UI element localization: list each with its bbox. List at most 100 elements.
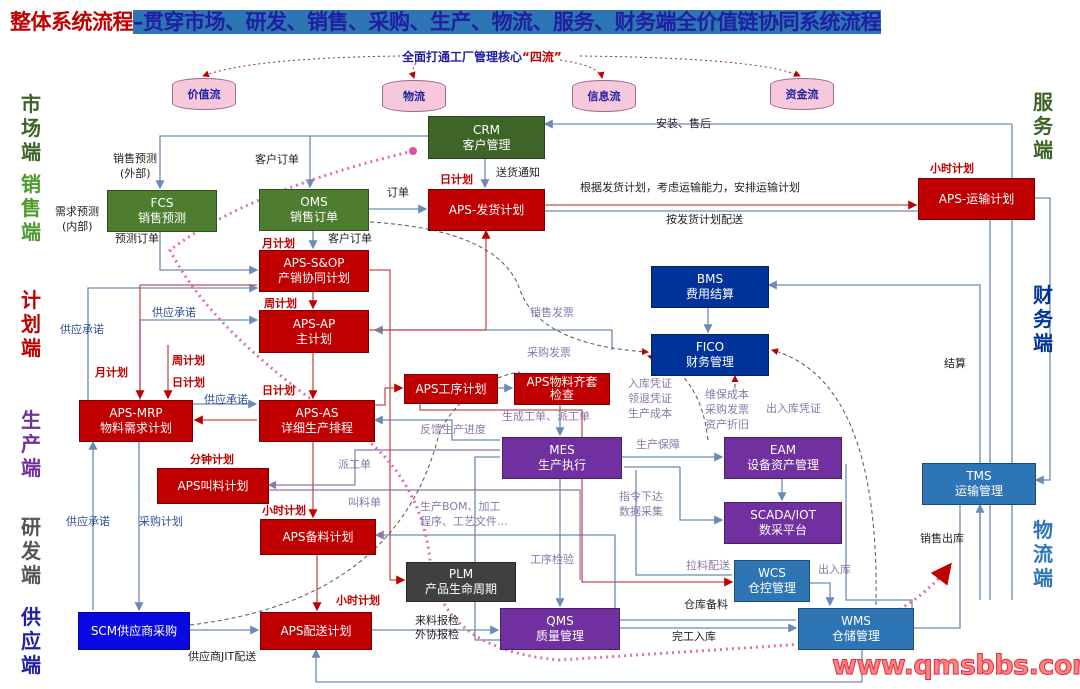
plan-cadence-label: 月计划: [262, 237, 295, 250]
box-scm[interactable]: SCM供应商采购: [78, 612, 190, 650]
edge-label: 出入库凭证: [766, 402, 821, 415]
purple-connectors: [267, 449, 581, 580]
edge-label: 派工单: [338, 458, 371, 471]
edge-label: 生产成本: [628, 407, 672, 420]
box-desc: 物料需求计划: [99, 421, 172, 435]
box-code: EAM: [769, 443, 797, 457]
box-desc: 生产执行: [537, 458, 586, 472]
box-code: PLM: [448, 567, 474, 581]
plan-cadence-label: 周计划: [264, 297, 297, 310]
edge-label: 采购发票: [527, 346, 571, 359]
title-highlight: 整体系统流程: [10, 10, 134, 34]
edge-label: 叫料单: [348, 496, 381, 509]
box-code: APS-发货计划: [448, 202, 525, 217]
edge-label: 预测订单: [115, 232, 159, 245]
side-finance: 财务端: [1033, 283, 1053, 355]
plan-cadence-label: 月计划: [95, 366, 128, 379]
box-code: APS工序计划: [415, 381, 487, 396]
box-aps-kit-check[interactable]: APS物料齐套检查: [514, 373, 610, 405]
box-code: APS配送计划: [280, 623, 352, 638]
box-aps-shipping[interactable]: APS-发货计划: [428, 189, 545, 231]
four-flows-arcs: [202, 55, 801, 79]
box-code: APS-运输计划: [938, 191, 1015, 206]
edge-label: (外部): [120, 167, 151, 180]
watermark: www.qmsbbs.com: [832, 650, 1080, 682]
edge-label: 销售预测: [113, 152, 157, 165]
title-rest: –贯穿市场、研发、销售、采购、生产、物流、服务、财务端全价值链协同系统流程: [133, 10, 882, 34]
edge-label: 供应承诺: [60, 323, 104, 336]
edge-label: 资产折旧: [705, 418, 749, 431]
value-chain-dotted-path: [168, 149, 952, 662]
box-desc: 详细生产排程: [280, 421, 353, 435]
box-desc: 费用结算: [685, 287, 734, 301]
edge-label: 生产BOM、加工: [420, 500, 501, 513]
edge-label: 维保成本: [705, 388, 749, 401]
box-code: FCS: [150, 196, 174, 210]
box-desc: 运输管理: [954, 484, 1003, 498]
edge-label: 来料报检: [415, 614, 459, 627]
edge-label: 完工入库: [672, 630, 716, 643]
flow-information: 信息流: [572, 80, 636, 112]
edge-label: 需求预测: [55, 205, 99, 218]
box-desc: 销售订单: [289, 210, 338, 224]
box-code: OMS: [300, 195, 328, 209]
edge-label: 反馈生产进度: [420, 423, 486, 436]
side-market: 市场端: [21, 92, 41, 164]
edge-label: 生产保障: [636, 438, 680, 451]
plan-cadence-label: 小时计划: [262, 504, 306, 517]
red-connectors: [140, 200, 918, 612]
edge-label: 工序检验: [530, 553, 574, 566]
box-aps-prep[interactable]: APS备料计划: [260, 519, 376, 555]
box-aps-delivery[interactable]: APS配送计划: [260, 612, 372, 650]
edge-label: 采购发票: [705, 403, 749, 416]
edge-label: 仓库备料: [684, 598, 728, 611]
box-desc: 主计划: [295, 331, 332, 346]
plan-cadence-label: 分钟计划: [190, 453, 234, 466]
box-aps-process[interactable]: APS工序计划: [404, 374, 498, 404]
edge-label: 领退凭证: [628, 392, 672, 405]
box-code: APS物料齐套: [526, 375, 598, 389]
side-sales: 销售端: [21, 172, 41, 244]
edge-label: 根据发货计划，考虑运输能力，安排运输计划: [580, 181, 800, 194]
box-code: MES: [549, 443, 575, 457]
box-code: APS-S&OP: [283, 256, 345, 270]
box-desc: 客户管理: [462, 137, 511, 152]
plan-cadence-label: 日计划: [172, 376, 205, 389]
plan-cadence-label: 日计划: [262, 384, 295, 397]
box-aps-call[interactable]: APS叫料计划: [157, 468, 269, 504]
box-code: QMS: [546, 614, 574, 628]
box-desc: 销售预测: [137, 211, 186, 225]
box-desc: 仓控管理: [747, 581, 796, 595]
edge-label: 拉料配送: [686, 559, 730, 572]
edge-label: 客户订单: [328, 232, 372, 245]
edge-label: 程序、工艺文件...: [420, 515, 508, 528]
plan-cadence-label: 小时计划: [336, 594, 380, 607]
box-code: FICO: [695, 340, 725, 354]
side-service: 服务端: [1033, 90, 1053, 162]
box-desc: 仓储管理: [831, 629, 880, 643]
box-aps-transport[interactable]: APS-运输计划: [918, 178, 1035, 220]
edge-label: 出入库: [818, 563, 851, 576]
box-code: WCS: [758, 566, 786, 580]
edge-label: 客户订单: [255, 153, 299, 166]
edge-label: 采购计划: [139, 515, 183, 528]
side-production: 生产端: [21, 408, 41, 480]
